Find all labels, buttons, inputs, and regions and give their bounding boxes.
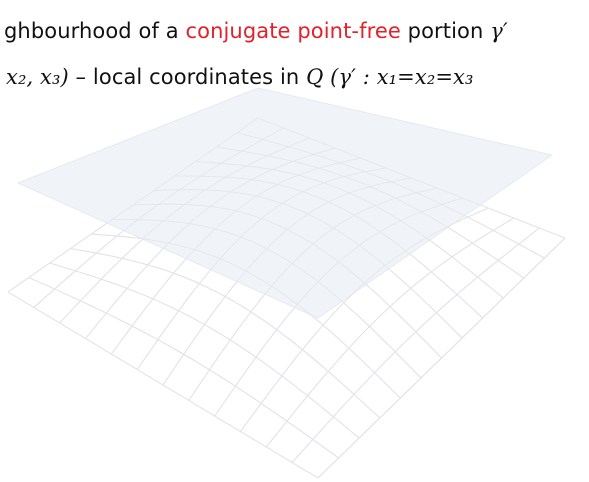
gamma-prime-condition: (γ′ : x₁=x₂=x₃ — [323, 65, 474, 89]
tangent-plane-edge — [16, 87, 554, 319]
caption-line-1-text: ghbourhood of a — [4, 19, 186, 43]
manifold-q-symbol: Q — [306, 65, 324, 89]
surface-grid-line — [28, 277, 339, 459]
caption-line-2-text: – local coordinates in — [68, 65, 307, 89]
surface-grid-line — [7, 291, 319, 479]
surface-grid-line — [317, 237, 566, 479]
curved-surface-grid-front — [7, 117, 566, 479]
surface-grid-line — [49, 262, 360, 439]
conjugate-point-free-label: conjugate point-free — [185, 19, 401, 43]
caption-line-2: x₂, x₃) – local coordinates in Q (γ′ : x… — [6, 64, 474, 90]
caption-line-1-suffix: portion — [400, 19, 491, 43]
caption-line-1: ghbourhood of a conjugate point-free por… — [4, 18, 508, 44]
coordinate-tuple-end: x₂, x₃) — [6, 65, 69, 89]
gamma-prime-symbol: γ′ — [490, 19, 508, 43]
surface-grid-line — [291, 227, 540, 463]
tangent-plane — [18, 88, 552, 318]
